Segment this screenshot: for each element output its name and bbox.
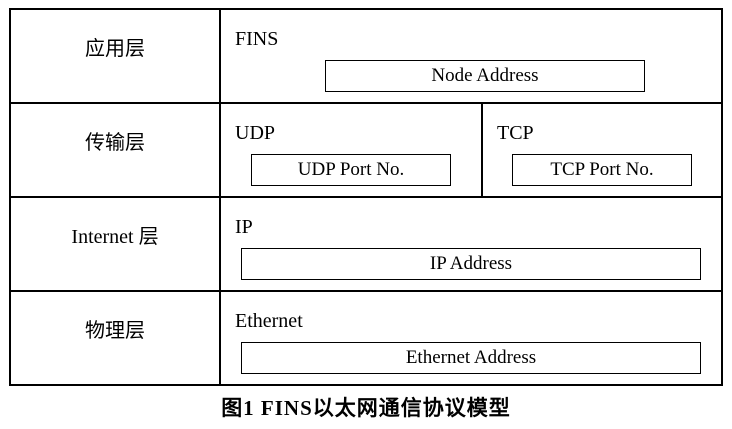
- layer-row-physical: 物理层 Ethernet Ethernet Address: [11, 292, 721, 384]
- layer-row-internet: Internet 层 IP IP Address: [11, 198, 721, 292]
- protocol-cell-transport: UDP UDP Port No. TCP TCP Port No.: [221, 104, 721, 196]
- layer-row-application: 应用层 FINS Node Address: [11, 10, 721, 104]
- layer-label-application: 应用层: [11, 10, 221, 102]
- figure-caption: 图1 FINS以太网通信协议模型: [221, 396, 511, 420]
- address-box-udp-port: UDP Port No.: [251, 154, 451, 186]
- protocol-name-fins: FINS: [235, 28, 279, 50]
- protocol-name-udp: UDP: [235, 122, 276, 144]
- protocol-cell-fins: FINS Node Address: [221, 10, 721, 102]
- layer-label-transport-text: 传输层: [85, 132, 145, 154]
- protocol-stack-table: 应用层 FINS Node Address 传输层 UDP UDP Port N…: [9, 8, 723, 386]
- layer-label-physical: 物理层: [11, 292, 221, 384]
- protocol-cell-udp: UDP UDP Port No.: [221, 104, 481, 196]
- address-box-ip: IP Address: [241, 248, 701, 280]
- address-box-ethernet: Ethernet Address: [241, 342, 701, 374]
- protocol-name-ip: IP: [235, 216, 253, 238]
- address-box-tcp-port: TCP Port No.: [511, 154, 693, 186]
- layer-label-internet: Internet 层: [11, 198, 221, 290]
- layer-label-transport: 传输层: [11, 104, 221, 196]
- layer-label-internet-text: Internet 层: [71, 226, 159, 248]
- protocol-cell-tcp: TCP TCP Port No.: [481, 104, 721, 196]
- protocol-cell-ethernet: Ethernet Ethernet Address: [221, 292, 721, 384]
- protocol-name-tcp: TCP: [497, 122, 534, 144]
- layer-label-physical-text: 物理层: [85, 320, 145, 342]
- protocol-name-ethernet: Ethernet: [235, 310, 303, 332]
- layer-label-application-text: 应用层: [85, 38, 145, 60]
- address-box-node: Node Address: [325, 60, 645, 92]
- protocol-cell-ip: IP IP Address: [221, 198, 721, 290]
- layer-row-transport: 传输层 UDP UDP Port No. TCP TCP Port No.: [11, 104, 721, 198]
